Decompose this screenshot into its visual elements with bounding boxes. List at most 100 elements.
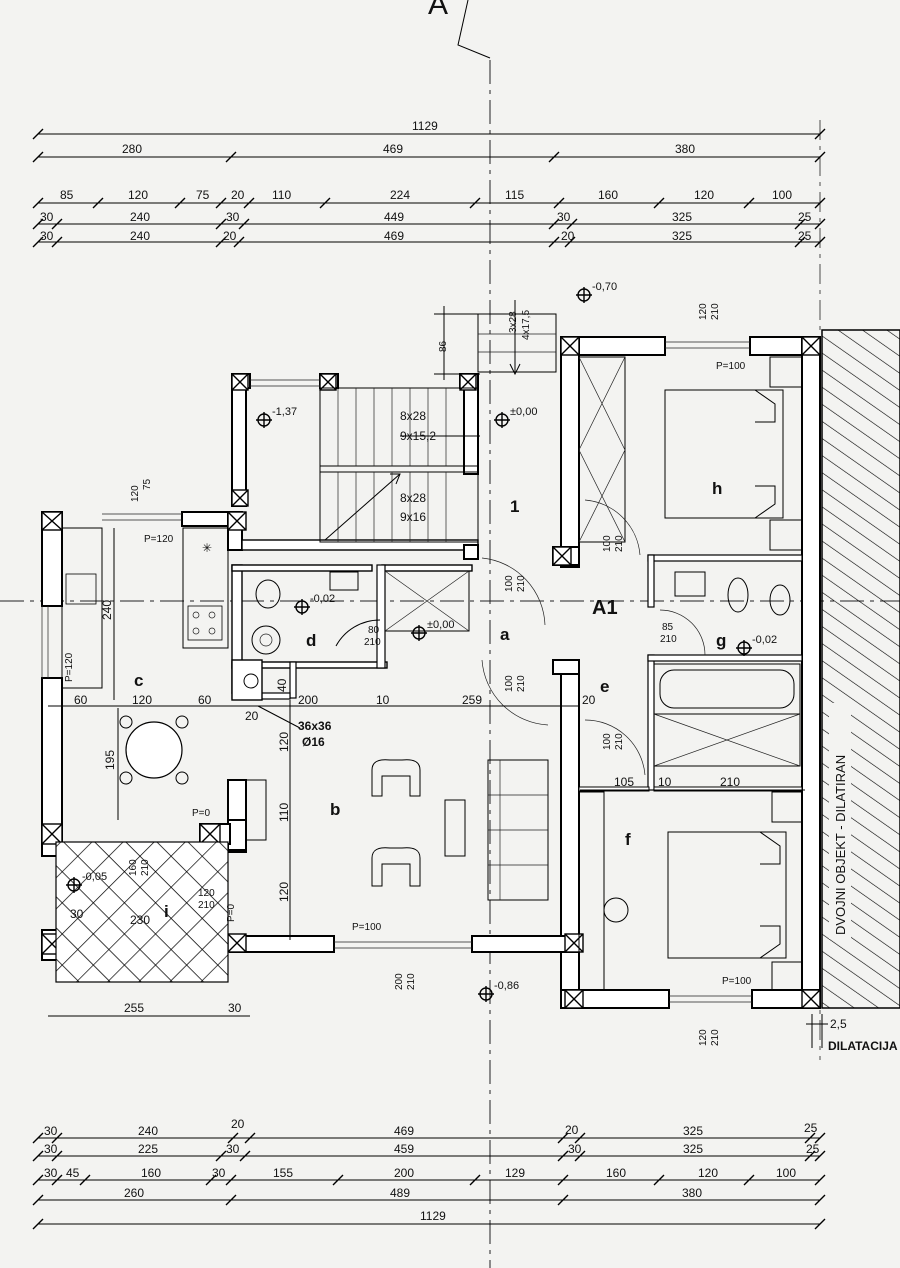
room-label-1: 1 xyxy=(510,497,519,516)
dim-c-120: 120 xyxy=(132,693,152,707)
dim-top-r4-240: 240 xyxy=(130,210,150,224)
dim-bot-r1-25: 25 xyxy=(804,1121,818,1135)
dim-c-195: 195 xyxy=(103,750,117,770)
level-4: -0,02 xyxy=(310,593,335,605)
opening-b-200: 200 xyxy=(394,973,405,990)
opening-d-80: 80 xyxy=(368,625,380,636)
opening-e-100: 100 xyxy=(504,675,515,692)
opening-labels: P=100 P=120 P=120 P=0 P=0 P=100 P=100 12… xyxy=(64,303,752,1046)
room-label-a: a xyxy=(500,625,510,644)
dim-bot-r4-489: 489 xyxy=(390,1186,410,1200)
bathroom-d xyxy=(243,570,470,689)
dim-top-r4-449: 449 xyxy=(384,210,404,224)
room-label-d: d xyxy=(306,631,316,650)
dim-bot-r3-30b: 30 xyxy=(212,1166,226,1180)
opening-a-210: 210 xyxy=(516,575,527,592)
dim-top-r5-30: 30 xyxy=(40,229,54,243)
dim-bot-r1-240: 240 xyxy=(138,1124,158,1138)
dim-top-224: 224 xyxy=(390,188,410,202)
kitchen: ✳ xyxy=(61,527,229,785)
dim-bot-r3-160b: 160 xyxy=(606,1166,626,1180)
room-label-h: h xyxy=(712,479,722,498)
dim-top-r4-30c: 30 xyxy=(557,210,571,224)
terrace-tiles xyxy=(55,841,229,983)
dim-top-120: 120 xyxy=(128,188,148,202)
opening-kitchen-top-75: 75 xyxy=(142,478,153,490)
dim-bot-r4-380: 380 xyxy=(682,1186,702,1200)
opening-g-210: 210 xyxy=(660,634,677,645)
opening-i2-210: 210 xyxy=(198,900,215,911)
opening-h-top-210: 210 xyxy=(710,303,721,320)
bathroom-g xyxy=(653,571,801,767)
dim-col-20b: 20 xyxy=(582,693,596,707)
dim-i-30: 30 xyxy=(70,907,84,921)
dim-bot-r1-20: 20 xyxy=(231,1117,245,1131)
dim-top-100: 100 xyxy=(772,188,792,202)
opening-a-100: 100 xyxy=(504,575,515,592)
opening-b-210: 210 xyxy=(406,973,417,990)
room-label-f: f xyxy=(625,830,631,849)
opening-p100-b: P=100 xyxy=(352,922,382,933)
dim-top-total: 1129 xyxy=(412,119,438,133)
section-label: A xyxy=(428,0,448,21)
stair-top-label: 3x28 xyxy=(508,311,519,333)
dim-top-r4-30: 30 xyxy=(40,210,54,224)
stair-flight1-b: 9x15,2 xyxy=(400,429,436,443)
level-8: -0,86 xyxy=(494,980,519,992)
staircase: 3x28 4x17,5 86 8x28 9x15,2 8x28 9x16 xyxy=(319,300,557,543)
section-line xyxy=(457,0,491,59)
dim-top-r4-30b: 30 xyxy=(226,210,240,224)
level-5: ±0,00 xyxy=(427,619,454,631)
level-1: -0,70 xyxy=(592,281,617,293)
dim-bot-r2-30c: 30 xyxy=(568,1142,582,1156)
opening-p100-f: P=100 xyxy=(722,976,752,987)
dim-bot-r3-120: 120 xyxy=(698,1166,718,1180)
opening-p120-c: P=120 xyxy=(144,534,174,545)
opening-f-bot-120: 120 xyxy=(698,1029,709,1046)
neighbor-label: DVOJNI OBJEKT - DILATIRAN xyxy=(833,755,848,935)
apartment-label: A1 xyxy=(592,597,618,619)
level-7: -0,05 xyxy=(82,871,107,883)
door-swings xyxy=(481,499,706,776)
dilatation-note: 2,5 DILATACIJA xyxy=(806,1014,898,1053)
dim-bot-r3-160: 160 xyxy=(141,1166,161,1180)
dim-bot-r2-30b: 30 xyxy=(226,1142,240,1156)
bedroom-h-furniture xyxy=(578,356,803,551)
opening-i2-120: 120 xyxy=(198,888,215,899)
room-label-i: i xyxy=(164,902,169,921)
stair-top-label2: 4x17,5 xyxy=(521,310,532,340)
top-dimensions: 1129 280 469 380 85 120 75 20 110 224 11… xyxy=(32,119,826,248)
dim-kitchen-240: 240 xyxy=(100,600,114,620)
dim-bot-r2-225: 225 xyxy=(138,1142,158,1156)
dim-bot-30: 30 xyxy=(228,1001,242,1015)
dim-top-r4-325: 325 xyxy=(672,210,692,224)
dim-bot-r2-325: 325 xyxy=(683,1142,703,1156)
dim-bot-r2-30: 30 xyxy=(44,1142,58,1156)
room-label-e: e xyxy=(600,677,609,696)
level-markers: -0,70 -1,37 ±0,00 -0,02 ±0,00 -0,02 -0,0… xyxy=(66,281,777,1002)
opening-f-bot-210: 210 xyxy=(710,1029,721,1046)
stair-flight2-a: 8x28 xyxy=(400,491,426,505)
dim-top-469: 469 xyxy=(383,142,403,156)
dim-top-r5-325: 325 xyxy=(672,229,692,243)
opening-i-210: 210 xyxy=(140,859,151,876)
dim-bot-r1-30: 30 xyxy=(44,1124,58,1138)
dim-e-10: 10 xyxy=(658,775,672,789)
dim-bot-r3-100: 100 xyxy=(776,1166,796,1180)
dim-top-120b: 120 xyxy=(694,188,714,202)
column-note: 36x36 Ø16 xyxy=(257,705,332,749)
dim-bot-r1-20b: 20 xyxy=(565,1123,579,1137)
dim-bot-total: 1129 xyxy=(420,1209,446,1223)
dim-top-r5-469: 469 xyxy=(384,229,404,243)
dim-col-10: 10 xyxy=(376,693,390,707)
dilatation-label: DILATACIJA xyxy=(828,1039,898,1053)
dilatation-value: 2,5 xyxy=(830,1017,847,1031)
dim-top-160: 160 xyxy=(598,188,618,202)
level-3: ±0,00 xyxy=(510,406,537,418)
living-furniture xyxy=(245,759,549,901)
dim-bot-r2-459: 459 xyxy=(394,1142,414,1156)
room-label-b: b xyxy=(330,800,340,819)
pillars xyxy=(41,336,821,1009)
dim-top-r5-25: 25 xyxy=(798,229,812,243)
